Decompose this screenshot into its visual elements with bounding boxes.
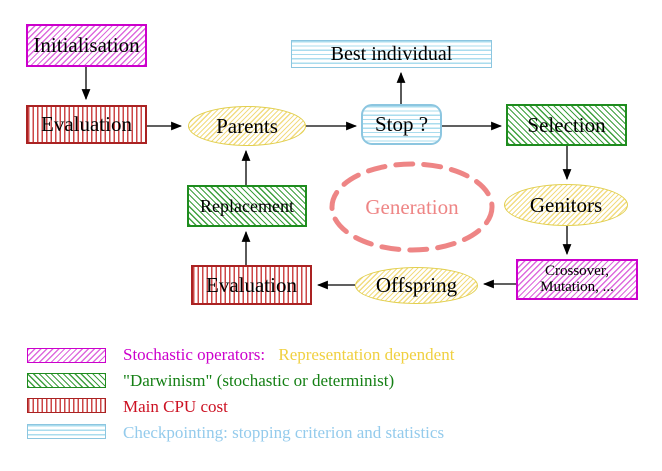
legend-label-checkpointing: Checkpointing: stopping criterion and st… <box>123 423 445 442</box>
legend-label-cpu: Main CPU cost <box>123 397 228 416</box>
node-stop: Stop ? <box>361 104 442 145</box>
node-evaluation-bottom: Evaluation <box>191 265 312 305</box>
crossover-line1: Crossover, <box>545 262 609 279</box>
legend-swatch-darwinism <box>27 373 106 388</box>
node-best-individual: Best individual <box>291 40 492 68</box>
node-parents: Parents <box>188 106 306 146</box>
generation-label: Generation <box>365 194 459 219</box>
legend-stochastic-text: Stochastic operators: <box>123 345 266 364</box>
node-initialisation: Initialisation <box>26 24 147 67</box>
node-genitors: Genitors <box>504 184 628 226</box>
node-crossover-mutation: Crossover, Mutation, ... <box>516 259 638 300</box>
node-selection: Selection <box>506 104 627 146</box>
node-offspring: Offspring <box>355 267 478 304</box>
legend-representation-text: Representation dependent <box>278 345 455 364</box>
legend-swatch-checkpointing <box>27 424 106 439</box>
crossover-line2: Mutation, ... <box>540 278 614 295</box>
legend-swatch-cpu <box>27 398 106 413</box>
node-replacement: Replacement <box>187 185 307 227</box>
legend-label-stochastic: Stochastic operators: Representation dep… <box>123 345 454 365</box>
node-evaluation-top: Evaluation <box>26 105 147 144</box>
legend-label-darwinism: "Darwinism" (stochastic or determinist) <box>123 371 395 390</box>
legend-swatch-stochastic <box>27 348 106 363</box>
